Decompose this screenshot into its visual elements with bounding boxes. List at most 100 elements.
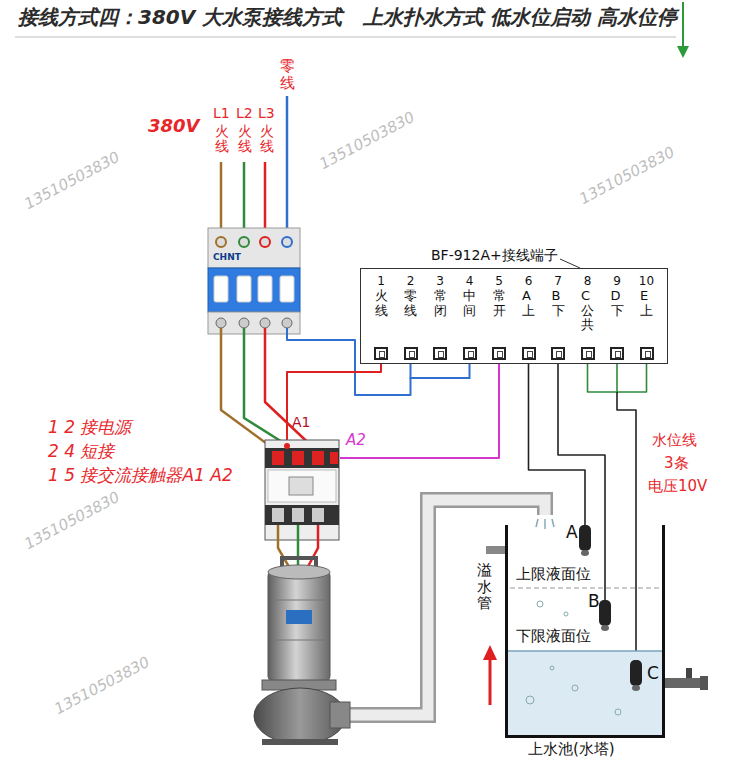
circuit-breaker [208, 228, 300, 334]
terminal-number: 5 [486, 271, 512, 288]
tank-water-part [550, 666, 554, 670]
watermark: 13510503830 [317, 109, 418, 174]
supply-wires-part [220, 162, 223, 238]
probe-label: A [566, 523, 578, 543]
terminal: 10E上 [634, 271, 660, 361]
terminal: 8C公共 [575, 271, 601, 361]
tank-water-part [572, 685, 578, 691]
brand-label: CHNT [213, 252, 241, 262]
terminal-screw [610, 347, 624, 360]
title-rule [15, 2, 689, 58]
probe-note: 电压10V [648, 478, 707, 495]
terminal-block: BF-912A+接线端子1火线2零线3常闭4中间5常开6A上7B下8C公共9D下… [360, 268, 668, 364]
contactor-part [272, 451, 284, 465]
title-rule-part [682, 2, 684, 48]
probe-wires-part [616, 364, 618, 392]
terminal-number: 3 [427, 271, 453, 288]
terminal: 9D下 [604, 271, 630, 361]
contactor-part [312, 508, 324, 522]
heading-leader [560, 259, 580, 268]
supply-wires-part [264, 162, 267, 238]
circuit-breaker-part [239, 318, 249, 328]
terminal-name: 中间 [463, 289, 476, 318]
level-label: 下限液面位 [516, 628, 591, 645]
tank-water-part [537, 601, 543, 607]
tank-water-part [508, 650, 662, 652]
flow-arrow-part [489, 656, 492, 705]
contactor-part [265, 448, 339, 468]
terminal: 4中间 [457, 271, 483, 361]
tank-water-part [508, 651, 662, 735]
circuit-breaker-part [208, 228, 300, 268]
circuit-breaker-part [214, 276, 228, 302]
submersible-pump-part [272, 640, 326, 641]
contactor-part [284, 443, 290, 449]
water-probes [579, 525, 642, 691]
pipe-part [536, 519, 538, 527]
tank-water-part [564, 612, 568, 616]
terminal-number: 2 [398, 271, 424, 288]
contactor-part [272, 508, 284, 522]
water-probes-part [632, 685, 640, 691]
watermark: 13510503830 [52, 654, 153, 719]
circuit-breaker-part [216, 237, 226, 247]
pipe-part [544, 519, 546, 529]
watermark: 13510503830 [22, 149, 123, 214]
level-label: 上限液面位 [516, 566, 591, 583]
tank-caption: 上水池(水塔) [528, 741, 615, 758]
submersible-pump-part [268, 570, 330, 682]
tank-water-part [510, 588, 660, 589]
terminal-screw [404, 347, 418, 360]
wiring-note: 2 4 短接 [48, 442, 114, 462]
probe-note: 水位线 [652, 432, 697, 449]
phase-label: L3 [258, 105, 275, 121]
submersible-pump-part [262, 739, 338, 745]
drain-valve-part [665, 678, 703, 688]
contactor-part [330, 452, 338, 464]
submersible-pump-part [330, 702, 350, 728]
supply-wires-part [286, 96, 289, 238]
circuit-breaker-part [239, 237, 249, 247]
contactor-part [312, 451, 324, 465]
contactor [265, 440, 339, 540]
terminal: 2零线 [398, 271, 424, 361]
terminal-number: 6 [516, 271, 542, 288]
probe-wires-part [588, 364, 647, 392]
watermark: 13510503830 [577, 144, 678, 209]
terminal-name: C公共 [581, 289, 594, 332]
circuit-breaker-part [282, 318, 292, 328]
drain-valve [665, 668, 708, 690]
probe-wires-part [617, 392, 636, 660]
terminal: 7B下 [545, 271, 571, 361]
watermark: 13510503830 [22, 489, 123, 554]
terminal-number: 7 [545, 271, 571, 288]
submersible-pump-part [268, 565, 330, 579]
wire-label: 火线 [238, 124, 252, 155]
title-rule-part [15, 37, 676, 38]
terminal-screw [374, 347, 388, 360]
water-probes-part [599, 600, 611, 626]
overflow-label: 溢水管 [477, 562, 492, 612]
probe-label: B [588, 592, 600, 612]
terminal-name: B下 [552, 289, 565, 318]
terminal-screw [640, 347, 654, 360]
terminal-number: 8 [575, 271, 601, 288]
circuit-breaker-part [258, 276, 272, 302]
coil-terminal-label: A2 [346, 432, 366, 449]
circuit-breaker-part [260, 237, 270, 247]
water-probes-part [601, 625, 609, 631]
terminal-name: 常闭 [434, 289, 447, 318]
wire-label: 火线 [215, 124, 229, 155]
terminal-name: 火线 [375, 289, 388, 318]
water-probes-part [630, 660, 642, 686]
circuit-breaker-part [280, 276, 294, 302]
terminal-screw [581, 347, 595, 360]
terminal-name: 常开 [493, 289, 506, 318]
load-wires-part [244, 328, 298, 452]
probe-label: C [647, 664, 659, 684]
terminal-screw [463, 347, 477, 360]
coil-terminal-label: A1 [292, 414, 310, 430]
terminal-number: 10 [634, 271, 660, 288]
wire-label: 火线 [260, 124, 274, 155]
submersible-pump [254, 558, 350, 745]
